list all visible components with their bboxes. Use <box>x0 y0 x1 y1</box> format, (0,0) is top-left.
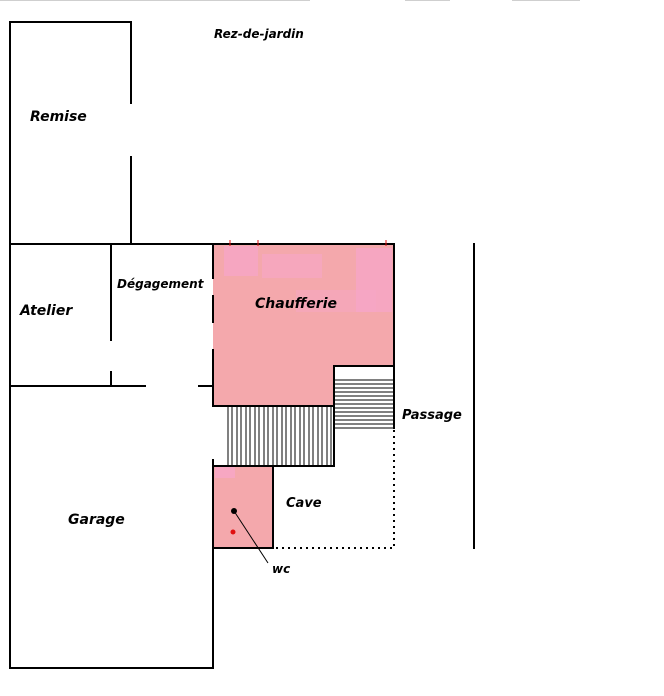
chaufferie-ticks <box>229 240 387 246</box>
room-label-wc: wc <box>272 562 291 576</box>
wc-fill <box>213 466 273 548</box>
room-label-remise: Remise <box>30 109 87 125</box>
plan-title: Rez-de-jardin <box>214 27 304 41</box>
stairs-2 <box>334 379 394 429</box>
room-label-degagement: Dégagement <box>117 277 204 291</box>
stairs-1 <box>227 406 332 466</box>
wc-markers <box>230 508 269 564</box>
room-label-cave: Cave <box>286 496 322 511</box>
cave-dotted-outline <box>276 430 395 549</box>
room-label-atelier: Atelier <box>20 303 73 319</box>
chaufferie-fill <box>213 244 394 406</box>
room-label-chaufferie: Chaufferie <box>255 296 338 312</box>
room-label-passage: Passage <box>402 408 462 423</box>
room-label-garage: Garage <box>68 512 125 528</box>
